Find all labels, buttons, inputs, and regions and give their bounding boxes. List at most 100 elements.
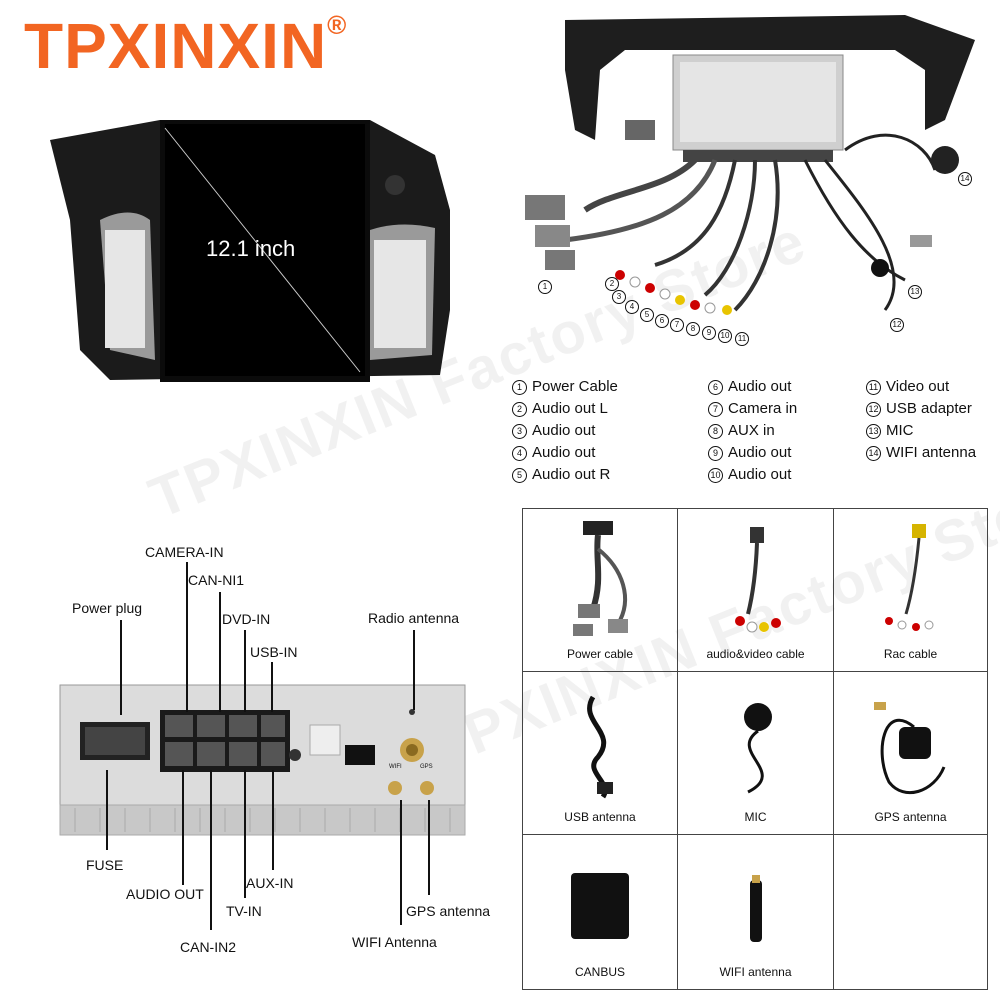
legend-item: 11 Video out: [866, 378, 976, 400]
legend-number: 12: [866, 402, 881, 417]
callout-camera-in: CAMERA-IN: [145, 544, 224, 560]
callout-line: [182, 770, 184, 885]
legend-item: 13 MIC: [866, 422, 976, 444]
accessory-label: Power cable: [566, 647, 634, 661]
wire-number-badge: 4: [625, 300, 639, 314]
legend-number: 7: [708, 402, 723, 417]
legend-label: Audio out R: [532, 466, 611, 483]
legend-item: 6 Audio out: [708, 378, 797, 400]
legend-item: 1 Power Cable: [512, 378, 618, 400]
legend-label: MIC: [886, 422, 914, 439]
callout-gps-antenna: GPS antenna: [406, 903, 491, 919]
accessory-canbus: CANBUS: [522, 834, 678, 990]
callout-radio-antenna: Radio antenna: [368, 610, 460, 626]
accessory-label: Rac cable: [883, 647, 938, 661]
callout-line: [413, 630, 415, 710]
accessory-audio-video-cable: audio&video cable: [677, 508, 834, 672]
callout-line: [244, 630, 246, 712]
wire-number-badge: 10: [718, 329, 732, 343]
legend-label: Power Cable: [532, 378, 618, 395]
legend-item: 2 Audio out L: [512, 400, 618, 422]
callout-usb-in: USB-IN: [250, 644, 298, 660]
legend-label: Audio out: [532, 444, 596, 461]
legend-column-3: 11 Video out 12 USB adapter 13 MIC 14 WIFI a…: [866, 378, 976, 466]
head-unit-front: [50, 120, 450, 382]
legend-label: WIFI antenna: [886, 444, 977, 461]
wire-number-badge: 7: [670, 318, 684, 332]
legend-item: 7 Camera in: [708, 400, 797, 422]
callout-line: [272, 770, 274, 870]
gps-port-label: GPS: [420, 764, 433, 770]
wire-number-badge: 1: [538, 280, 552, 294]
accessory-gps-antenna: GPS antenna: [833, 671, 988, 835]
callout-aux-in: AUX-IN: [246, 875, 294, 891]
legend-number: 2: [512, 402, 527, 417]
legend-label: Audio out: [728, 378, 792, 395]
legend-label: Video out: [886, 378, 950, 395]
callout-audio-out: AUDIO OUT: [126, 886, 204, 902]
legend-label: Audio out: [728, 466, 792, 483]
accessory-usb-antenna: USB antenna: [522, 671, 678, 835]
wire-number-badge: 11: [735, 332, 749, 346]
brand-name: TPXINXIN: [24, 10, 328, 82]
wire-number-badge: 13: [908, 285, 922, 299]
callout-line: [428, 800, 430, 895]
wire-number-badge: 3: [612, 290, 626, 304]
legend-label: Camera in: [728, 400, 798, 417]
callout-line: [400, 800, 402, 925]
accessory-label: CANBUS: [574, 965, 625, 979]
legend-number: 3: [512, 424, 527, 439]
accessory-label: MIC: [744, 810, 767, 824]
legend-number: 8: [708, 424, 723, 439]
accessory-power-cable: Power cable: [522, 508, 678, 672]
legend-number: 9: [708, 446, 723, 461]
legend-label: USB adapter: [886, 400, 972, 417]
callout-tv-in: TV-IN: [226, 903, 262, 919]
callout-line: [106, 770, 108, 850]
legend-number: 13: [866, 424, 881, 439]
legend-number: 6: [708, 380, 723, 395]
accessory-rac-cable: Rac cable: [833, 508, 988, 672]
legend-number: 1: [512, 380, 527, 395]
wire-number-badge: 12: [890, 318, 904, 332]
usb-antenna-image: [587, 695, 613, 799]
accessory-label: GPS antenna: [874, 810, 947, 824]
callout-wifi-antenna: WIFI Antenna: [352, 934, 437, 950]
callout-line: [219, 592, 221, 712]
wire-number-badge: 14: [958, 172, 972, 186]
brand-logo: TPXINXIN®: [24, 12, 347, 78]
accessory-mic: MIC: [677, 671, 834, 835]
callout-fuse: FUSE: [86, 857, 124, 873]
wire-number-badge: 5: [640, 308, 654, 322]
accessory-wifi-antenna: WIFI antenna: [677, 834, 834, 990]
canbus-image: [571, 873, 629, 939]
legend-number: 14: [866, 446, 881, 461]
legend-number: 10: [708, 468, 723, 483]
accessory-label: WIFI antenna: [719, 965, 792, 979]
legend-item: 3 Audio out: [512, 422, 618, 444]
wifi-port-label: WIFI: [389, 764, 402, 770]
accessory-label: audio&video cable: [706, 647, 805, 661]
legend-label: Audio out L: [532, 400, 608, 417]
rear-unit-harness: [525, 15, 975, 315]
wire-number-badge: 6: [655, 314, 669, 328]
legend-item: 12 USB adapter: [866, 400, 976, 422]
back-panel: [59, 684, 466, 836]
legend-label: Audio out: [532, 422, 596, 439]
callout-can-in2: CAN-IN2: [180, 939, 237, 955]
accessory-empty-cell: [833, 834, 988, 990]
callout-line: [271, 662, 273, 712]
legend-number: 11: [866, 380, 881, 395]
wire-number-badge: 8: [686, 322, 700, 336]
screen-size-label: 12.1 inch: [206, 236, 296, 261]
wire-number-badge: 2: [605, 277, 619, 291]
wifi-antenna-image: [750, 875, 762, 942]
gps-antenna-image: [874, 702, 946, 795]
legend-item: 14 WIFI antenna: [866, 444, 976, 466]
callout-power-plug: Power plug: [72, 600, 143, 616]
